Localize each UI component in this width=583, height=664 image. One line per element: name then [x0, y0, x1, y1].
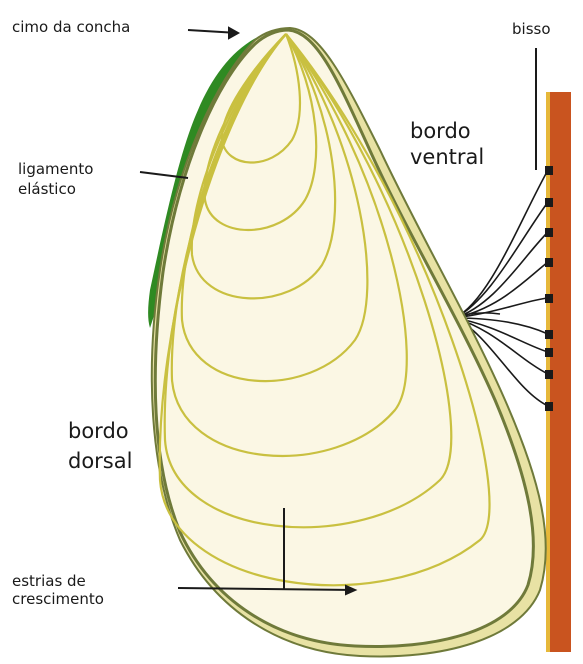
label-bordo-ventral-line2: ventral — [410, 146, 484, 168]
label-bisso: bisso — [512, 22, 551, 38]
label-estrias-de: estrias de — [12, 574, 86, 590]
label-elastico: elástico — [18, 182, 76, 198]
label-ligamento: ligamento — [18, 162, 93, 178]
label-cimo-da-concha: cimo da concha — [12, 20, 130, 36]
label-bordo-dorsal-line1: bordo — [68, 420, 129, 442]
label-crescimento: crescimento — [12, 592, 104, 608]
label-bordo-dorsal-line2: dorsal — [68, 450, 132, 472]
label-bordo-ventral-line1: bordo — [410, 120, 471, 142]
